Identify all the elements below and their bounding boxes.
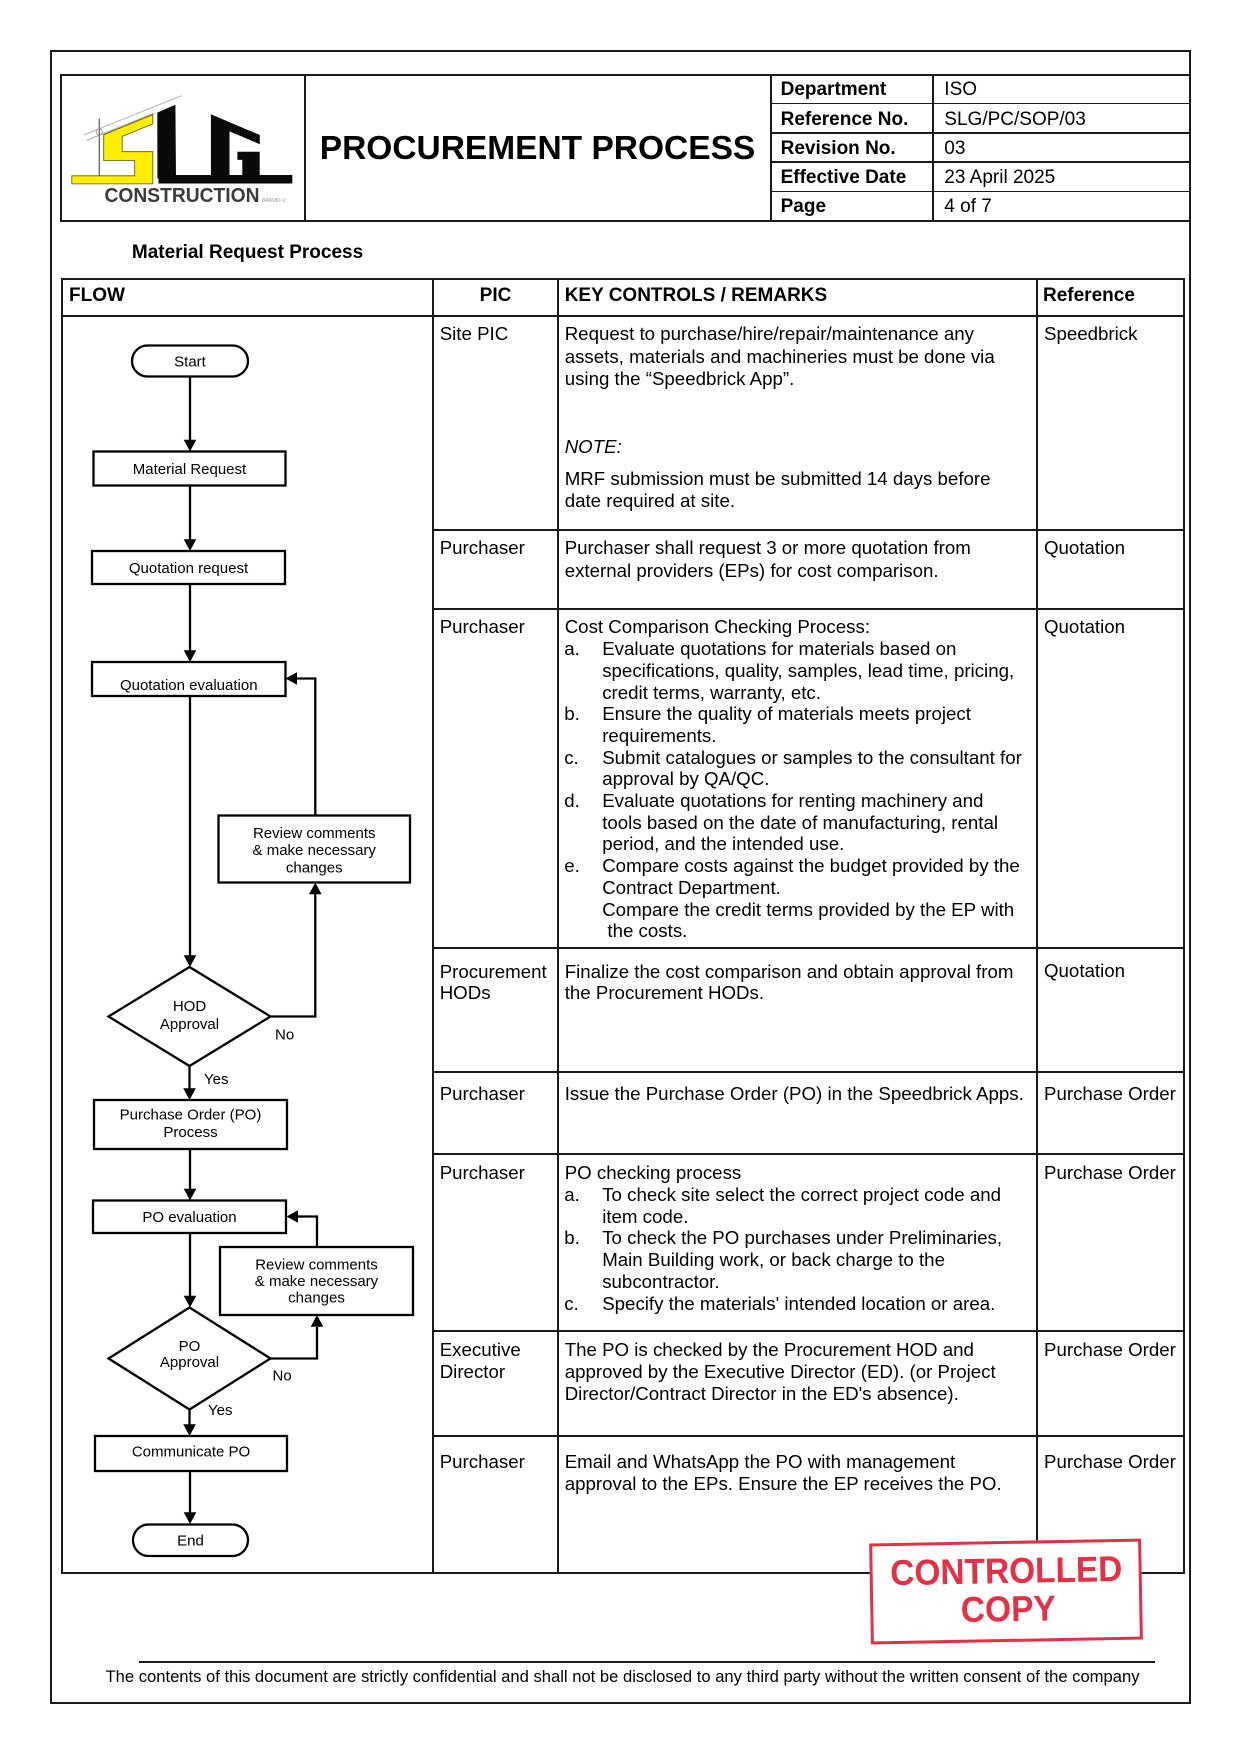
svg-text:End: End — [177, 1533, 204, 1550]
svg-text:Process: Process — [163, 1124, 217, 1141]
svg-text:Approval: Approval — [160, 1016, 219, 1033]
svg-text:changes: changes — [286, 859, 343, 876]
svg-text:CONSTRUCTION: CONSTRUCTION — [105, 184, 260, 206]
svg-text:PO: PO — [179, 1338, 201, 1355]
svg-text:Yes: Yes — [208, 1402, 232, 1419]
svg-text:& make necessary: & make necessary — [253, 842, 377, 859]
svg-text:& make necessary: & make necessary — [255, 1273, 379, 1290]
svg-text:Purchase Order (PO): Purchase Order (PO) — [120, 1107, 262, 1124]
svg-text:Approval: Approval — [160, 1354, 219, 1371]
svg-text:Material Request: Material Request — [133, 461, 247, 478]
svg-text:PO evaluation: PO evaluation — [142, 1209, 236, 1226]
svg-text:846680-V: 846680-V — [262, 198, 287, 204]
svg-text:Quotation evaluation: Quotation evaluation — [120, 677, 258, 694]
svg-text:CONTROLLED: CONTROLLED — [890, 1548, 1123, 1593]
svg-text:HOD: HOD — [173, 998, 207, 1015]
svg-text:No: No — [275, 1027, 294, 1044]
svg-text:Start: Start — [174, 353, 207, 370]
svg-text:changes: changes — [288, 1290, 345, 1307]
svg-text:Review comments: Review comments — [253, 825, 376, 842]
svg-text:Communicate PO: Communicate PO — [132, 1444, 250, 1461]
svg-text:Quotation request: Quotation request — [129, 560, 249, 577]
svg-text:COPY: COPY — [960, 1587, 1056, 1630]
svg-text:No: No — [273, 1368, 292, 1385]
svg-text:Review comments: Review comments — [255, 1257, 378, 1274]
svg-text:Yes: Yes — [204, 1071, 228, 1088]
